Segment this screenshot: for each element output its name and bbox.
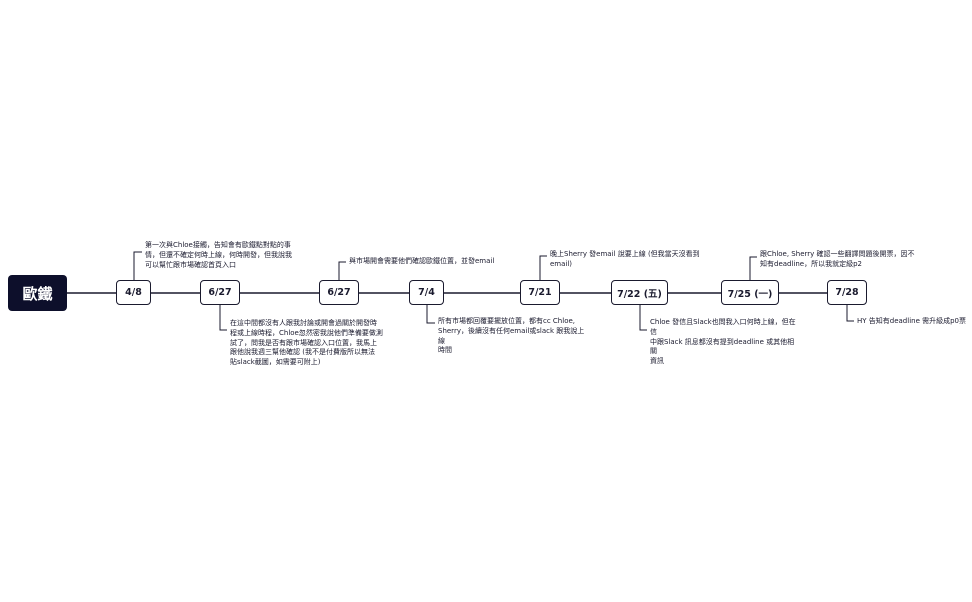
note-connector-1 — [219, 305, 227, 331]
date-node-7-21[interactable]: 7/21 — [520, 280, 560, 305]
date-node-7-4[interactable]: 7/4 — [409, 280, 444, 305]
note-connector-7 — [846, 305, 854, 322]
note-connector-2 — [338, 261, 346, 280]
date-node-7-28[interactable]: 7/28 — [827, 280, 867, 305]
date-node-label: 7/28 — [835, 287, 859, 298]
note-7-28: HY 告知有deadline 需升級成p0票 — [857, 317, 967, 325]
date-node-label: 6/27 — [208, 287, 232, 298]
date-node-label: 7/21 — [528, 287, 552, 298]
date-node-label: 7/25 (一) — [727, 288, 773, 300]
date-node-label: 7/4 — [418, 287, 435, 298]
note-connector-4 — [539, 255, 547, 280]
note-connector-3 — [426, 305, 435, 324]
note-7-22: Chloe 發信且Slack也問我入口何時上線，但在信 中跟Slack 訊息都沒… — [650, 318, 796, 366]
note-7-4: 所有市場都回覆要擺放位置，都有cc Chloe, Sherry，後續沒有任何em… — [438, 317, 585, 355]
date-node-4-8[interactable]: 4/8 — [116, 280, 151, 305]
note-connector-0 — [133, 251, 142, 280]
date-node-label: 7/22 (五) — [617, 288, 662, 300]
note-4-8: 第一次與Chloe接觸，告知會有歐鐵點對點的事 情，但還不確定何時上線，何時開發… — [145, 241, 292, 269]
date-node-7-22[interactable]: 7/22 (五) — [611, 280, 668, 305]
date-node-label: 4/8 — [125, 287, 142, 298]
note-6-27-a: 在這中間都沒有人跟我討論或開會過關於開發時 程或上線時程，Chloe忽然密我說他… — [230, 319, 383, 367]
root-node-label: 歐鐵 — [22, 284, 53, 303]
note-connector-6 — [749, 256, 757, 280]
date-node-6-27-b[interactable]: 6/27 — [319, 280, 359, 305]
root-node[interactable]: 歐鐵 — [8, 275, 67, 311]
note-connector-5 — [639, 305, 647, 331]
note-6-27-b: 與市場開會需要他們確認歐鐵位置，並發email — [349, 257, 495, 265]
date-node-7-25[interactable]: 7/25 (一) — [721, 280, 779, 305]
date-node-6-27-a[interactable]: 6/27 — [200, 280, 240, 305]
note-7-25: 跟Chloe, Sherry 確認一些翻譯問題後開票，因不 知有deadline… — [760, 250, 915, 268]
note-7-21: 晚上Sherry 發email 說要上線 (但我當天沒看到 email) — [550, 250, 700, 268]
date-node-label: 6/27 — [327, 287, 351, 298]
